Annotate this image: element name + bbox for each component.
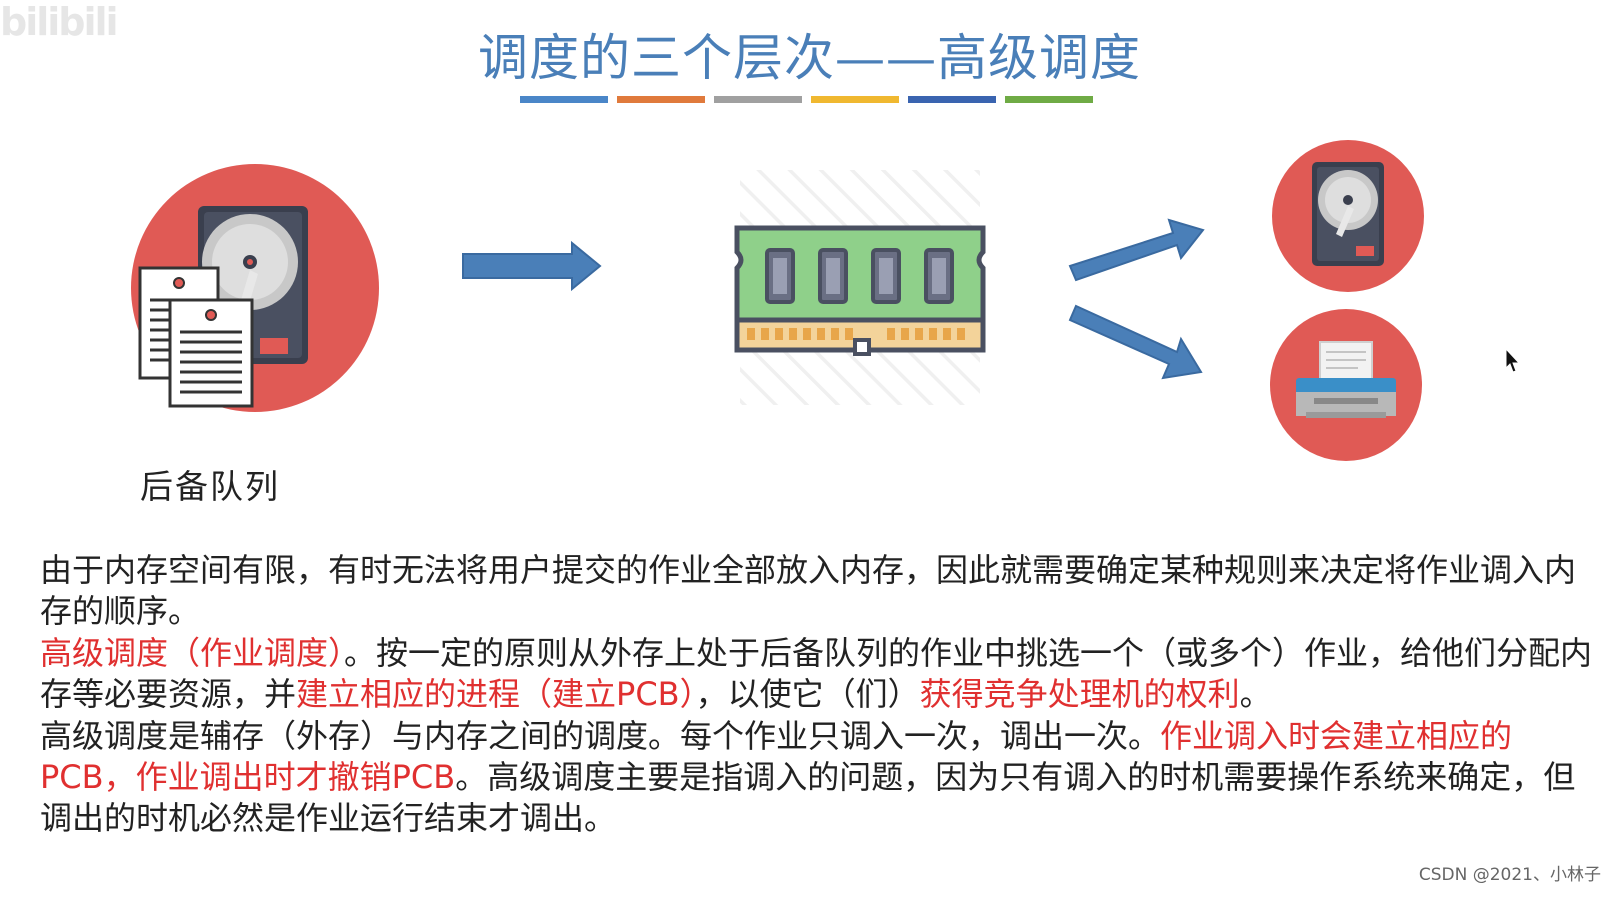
paragraph-3: 高级调度是辅存（外存）与内存之间的调度。每个作业只调入一次，调出一次。作业调入时… [40,717,1576,837]
color-bar-segment-4 [811,96,899,103]
color-bar-segment-1 [520,96,608,103]
paragraph-2: 高级调度（作业调度）。按一定的原则从外存上处于后备队列的作业中挑选一个（或多个）… [40,634,1593,713]
mouse-cursor-icon [1505,348,1521,373]
paragraph-1: 由于内存空间有限，有时无法将用户提交的作业全部放入内存，因此就需要确定某种规则来… [40,551,1577,630]
arrow-up-right-icon [1068,218,1205,282]
hard-disk-icon [1272,140,1424,292]
bilibili-logo: bilibili [0,0,119,44]
hard-disk-with-documents-icon [131,164,379,412]
color-bar-segment-5 [908,96,996,103]
arrow-down-right-icon [1068,304,1203,380]
color-bar-segment-3 [714,96,802,103]
backlog-queue-label: 后备队列 [140,467,280,506]
color-bar-segment-6 [1005,96,1093,103]
memory-module-icon [734,170,986,405]
color-bar-segment-2 [617,96,705,103]
printer-icon [1270,309,1422,461]
title-color-bar [520,96,1093,103]
content-text: 由于内存空间有限，有时无法将用户提交的作业全部放入内存，因此就需要确定某种规则来… [40,550,1600,839]
arrow-right-icon [462,240,602,292]
csdn-watermark: CSDN @2021、小林子 [1418,865,1601,885]
page-title: 调度的三个层次——高级调度 [478,29,1141,87]
